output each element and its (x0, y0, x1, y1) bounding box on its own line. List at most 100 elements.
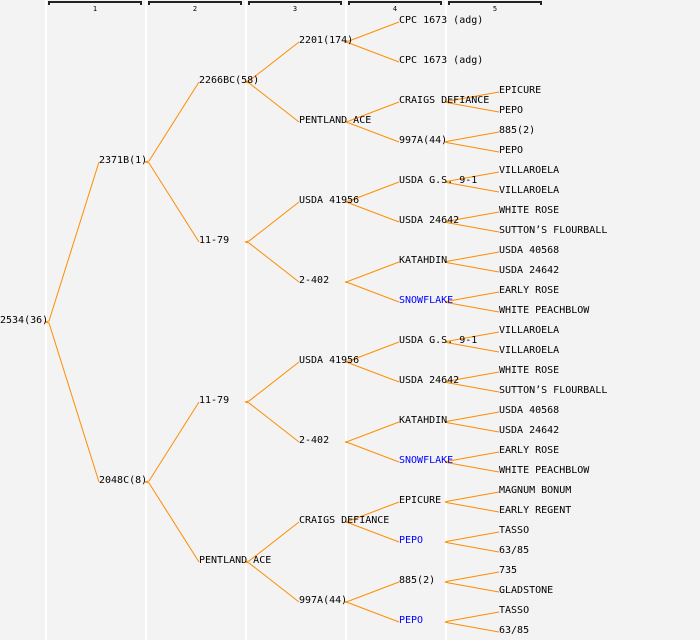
pedigree-edge (444, 181, 500, 193)
pedigree-node[interactable]: 885(2) (399, 575, 436, 586)
pedigree-node[interactable]: PEPO (499, 145, 524, 156)
pedigree-edge (444, 421, 500, 433)
pedigree-edge (244, 561, 300, 603)
pedigree-node[interactable]: PENTLAND ACE (299, 115, 372, 126)
pedigree-edge (444, 381, 500, 393)
pedigree-node[interactable]: USDA 24642 (399, 215, 460, 226)
pedigree-edge (444, 141, 500, 153)
pedigree-node[interactable]: 2-402 (299, 435, 330, 446)
pedigree-node[interactable]: PEPO (399, 615, 424, 626)
pedigree-edge (344, 121, 400, 143)
pedigree-node[interactable]: SNOWFLAKE (399, 295, 454, 306)
pedigree-node[interactable]: PENTLAND ACE (199, 555, 272, 566)
pedigree-node[interactable]: EPICURE (399, 495, 442, 506)
pedigree-node[interactable]: EPICURE (499, 85, 542, 96)
pedigree-node[interactable]: CPC 1673 (adg) (399, 15, 484, 26)
pedigree-node[interactable]: WHITE ROSE (499, 365, 560, 376)
pedigree-node[interactable]: WHITE PEACHBLOW (499, 305, 590, 316)
pedigree-edge (144, 161, 200, 243)
pedigree-edge (244, 401, 300, 443)
pedigree-node[interactable]: PEPO (499, 105, 524, 116)
pedigree-node[interactable]: EARLY REGENT (499, 505, 572, 516)
pedigree-edge (444, 491, 500, 503)
pedigree-node[interactable]: USDA 41956 (299, 355, 360, 366)
pedigree-node[interactable]: KATAHDIN (399, 415, 448, 426)
pedigree-edge (444, 531, 500, 543)
pedigree-edge (344, 361, 400, 383)
column-separator (145, 0, 147, 640)
pedigree-node[interactable]: WHITE PEACHBLOW (499, 465, 590, 476)
pedigree-node[interactable]: CRAIGS DEFIANCE (399, 95, 490, 106)
generation-header-label: 5 (492, 5, 498, 13)
root-node[interactable]: 2534(36) (0, 315, 49, 326)
pedigree-edge (444, 501, 500, 513)
pedigree-edge (444, 371, 500, 383)
pedigree-node[interactable]: SUTTON’S FLOURBALL (499, 225, 608, 236)
pedigree-edge (344, 41, 400, 63)
pedigree-node[interactable]: USDA 40568 (499, 245, 560, 256)
pedigree-edge (444, 221, 500, 233)
pedigree-node[interactable]: 63/85 (499, 625, 530, 636)
pedigree-node[interactable]: CRAIGS DEFIANCE (299, 515, 390, 526)
pedigree-edge (344, 281, 400, 303)
pedigree-node[interactable]: SNOWFLAKE (399, 455, 454, 466)
pedigree-node[interactable]: USDA 40568 (499, 405, 560, 416)
generation-header-3: 3 (248, 1, 342, 13)
pedigree-edge (344, 601, 400, 623)
pedigree-edge (244, 81, 300, 123)
pedigree-node[interactable]: 11-79 (199, 235, 230, 246)
pedigree-edge (444, 411, 500, 423)
pedigree-node[interactable]: 11-79 (199, 395, 230, 406)
pedigree-node[interactable]: VILLAROELA (499, 325, 560, 336)
pedigree-edge (444, 91, 500, 103)
pedigree-node[interactable]: 885(2) (499, 125, 536, 136)
pedigree-edge (444, 341, 500, 353)
pedigree-edge (344, 101, 400, 123)
pedigree-node[interactable]: USDA 24642 (499, 425, 560, 436)
pedigree-node[interactable]: USDA 24642 (399, 375, 460, 386)
pedigree-edge (244, 521, 300, 563)
generation-header-1: 1 (48, 1, 142, 13)
pedigree-node[interactable]: 63/85 (499, 545, 530, 556)
generation-header-label: 3 (292, 5, 298, 13)
pedigree-node[interactable]: 2201(174) (299, 35, 354, 46)
pedigree-node[interactable]: EARLY ROSE (499, 445, 560, 456)
pedigree-edge (444, 131, 500, 143)
pedigree-node[interactable]: PEPO (399, 535, 424, 546)
column-separator (245, 0, 247, 640)
pedigree-edge (444, 251, 500, 263)
pedigree-node[interactable]: USDA G.S. 9-1 (399, 335, 478, 346)
pedigree-edge (344, 441, 400, 463)
pedigree-node[interactable]: GLADSTONE (499, 585, 554, 596)
pedigree-node[interactable]: USDA 41956 (299, 195, 360, 206)
pedigree-edge (244, 241, 300, 283)
pedigree-edge (244, 41, 300, 83)
pedigree-node[interactable]: CPC 1673 (adg) (399, 55, 484, 66)
pedigree-node[interactable]: TASSO (499, 525, 530, 536)
pedigree-edge (444, 581, 500, 593)
pedigree-node[interactable]: VILLAROELA (499, 345, 560, 356)
pedigree-node[interactable]: KATAHDIN (399, 255, 448, 266)
pedigree-node[interactable]: 997A(44) (399, 135, 448, 146)
pedigree-edge (244, 361, 300, 403)
pedigree-node[interactable]: TASSO (499, 605, 530, 616)
pedigree-node[interactable]: 2371B(1) (99, 155, 148, 166)
pedigree-node[interactable]: 2266BC(58) (199, 75, 260, 86)
pedigree-node[interactable]: EARLY ROSE (499, 285, 560, 296)
pedigree-node[interactable]: 997A(44) (299, 595, 348, 606)
pedigree-node[interactable]: 735 (499, 565, 518, 576)
pedigree-node[interactable]: USDA 24642 (499, 265, 560, 276)
pedigree-edge (344, 521, 400, 543)
pedigree-edge (44, 321, 100, 483)
pedigree-edge (444, 461, 500, 473)
pedigree-edge (444, 451, 500, 463)
pedigree-node[interactable]: 2048C(8) (99, 475, 148, 486)
pedigree-node[interactable]: VILLAROELA (499, 185, 560, 196)
pedigree-node[interactable]: MAGNUM BONUM (499, 485, 572, 496)
pedigree-node[interactable]: VILLAROELA (499, 165, 560, 176)
pedigree-node[interactable]: WHITE ROSE (499, 205, 560, 216)
pedigree-node[interactable]: SUTTON’S FLOURBALL (499, 385, 608, 396)
pedigree-node[interactable]: USDA G.S. 9-1 (399, 175, 478, 186)
pedigree-node[interactable]: 2-402 (299, 275, 330, 286)
pedigree-edge (444, 571, 500, 583)
